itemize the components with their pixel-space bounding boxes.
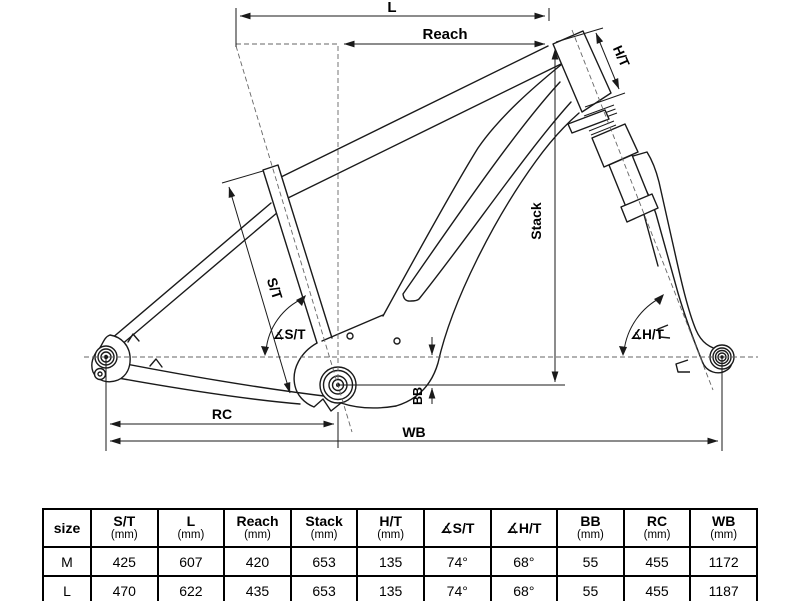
header-cell-size: size xyxy=(42,508,92,548)
table-row-size-l: L 470 622 435 653 135 74° 68° 55 455 118… xyxy=(42,575,758,601)
geometry-table: size S/T(mm) L(mm) Reach(mm) Stack(mm) H… xyxy=(42,508,758,601)
value-cell: 74° xyxy=(422,575,492,601)
ht-extension-top xyxy=(555,27,604,43)
brake-mount-tab xyxy=(657,324,671,339)
header-cell-ht: H/T(mm) xyxy=(356,508,425,548)
dimension-label-wb: WB xyxy=(402,424,425,440)
construction-lines xyxy=(84,8,758,451)
table-row-size-m: M 425 607 420 653 135 74° 68° 55 455 117… xyxy=(42,546,758,577)
dim-st xyxy=(228,186,291,394)
rack-mounts xyxy=(127,333,163,368)
header-cell-bb: BB(mm) xyxy=(556,508,625,548)
stanchion-collar xyxy=(620,193,659,223)
st-extension xyxy=(221,170,264,184)
size-cell: L xyxy=(42,575,92,601)
value-cell: 135 xyxy=(356,575,425,601)
dimension-lines xyxy=(109,12,719,445)
header-cell-angle-ht: ∡H/T xyxy=(489,508,559,548)
dimension-label-ht: H/T xyxy=(610,43,633,70)
dimension-label-reach: Reach xyxy=(422,26,467,43)
bike-geometry-diagram: L Reach H/T Stack S/T ∡S/T ∡H/T BB RC WB xyxy=(84,0,758,451)
value-cell: 420 xyxy=(223,546,292,577)
head-tube xyxy=(552,30,612,113)
top-tube xyxy=(278,45,562,199)
value-cell: 74° xyxy=(422,546,492,577)
dimension-label-st: S/T xyxy=(264,276,286,302)
value-cell: 1172 xyxy=(689,546,758,577)
value-cell: 135 xyxy=(356,546,425,577)
headset-hatch xyxy=(588,120,617,136)
header-cell-angle-st: ∡S/T xyxy=(422,508,492,548)
value-cell: 68° xyxy=(489,575,559,601)
battery-panel xyxy=(402,81,572,302)
dimension-label-stack: Stack xyxy=(528,202,544,240)
value-cell: 55 xyxy=(556,575,625,601)
value-cell: 55 xyxy=(556,546,625,577)
seat-tube-axis xyxy=(235,45,353,433)
dimension-label-rc: RC xyxy=(212,406,232,422)
motor-bolt xyxy=(393,337,401,345)
seat-angle-arc xyxy=(265,297,305,352)
value-cell: 470 xyxy=(90,575,159,601)
value-cell: 622 xyxy=(156,575,226,601)
dimension-label-l: L xyxy=(387,0,396,16)
brake-mount-tab xyxy=(675,359,690,373)
header-cell-rc: RC(mm) xyxy=(622,508,692,548)
value-cell: 653 xyxy=(289,575,359,601)
angle-label-st: ∡S/T xyxy=(272,327,306,342)
fork-crown xyxy=(591,123,639,168)
derailleur-hanger xyxy=(93,367,107,381)
value-cell: 653 xyxy=(289,546,359,577)
size-cell: M xyxy=(42,546,92,577)
down-tube xyxy=(382,63,580,407)
head-tube-axis xyxy=(571,29,714,391)
value-cell: 435 xyxy=(223,575,292,601)
seat-stay xyxy=(110,202,279,352)
angle-label-ht: ∡H/T xyxy=(630,327,665,342)
ht-extension-bottom xyxy=(584,92,626,108)
geometry-table-header: size S/T(mm) L(mm) Reach(mm) Stack(mm) H… xyxy=(42,508,758,548)
value-cell: 1187 xyxy=(689,575,758,601)
header-cell-wb: WB(mm) xyxy=(689,508,758,548)
header-cell-st: S/T(mm) xyxy=(90,508,159,548)
header-cell-reach: Reach(mm) xyxy=(223,508,292,548)
headset-spacer xyxy=(567,109,610,134)
header-cell-stack: Stack(mm) xyxy=(289,508,359,548)
head-angle-arc xyxy=(623,296,663,352)
value-cell: 455 xyxy=(622,546,692,577)
motor-housing xyxy=(293,314,397,412)
header-cell-l: L(mm) xyxy=(156,508,226,548)
value-cell: 455 xyxy=(622,575,692,601)
value-cell: 425 xyxy=(90,546,159,577)
dim-ht xyxy=(595,32,620,90)
value-cell: 68° xyxy=(489,546,559,577)
value-cell: 607 xyxy=(156,546,226,577)
bike-frame-drawing xyxy=(91,30,735,412)
dimension-label-bb: BB xyxy=(411,387,425,405)
motor-bolt xyxy=(346,332,354,340)
